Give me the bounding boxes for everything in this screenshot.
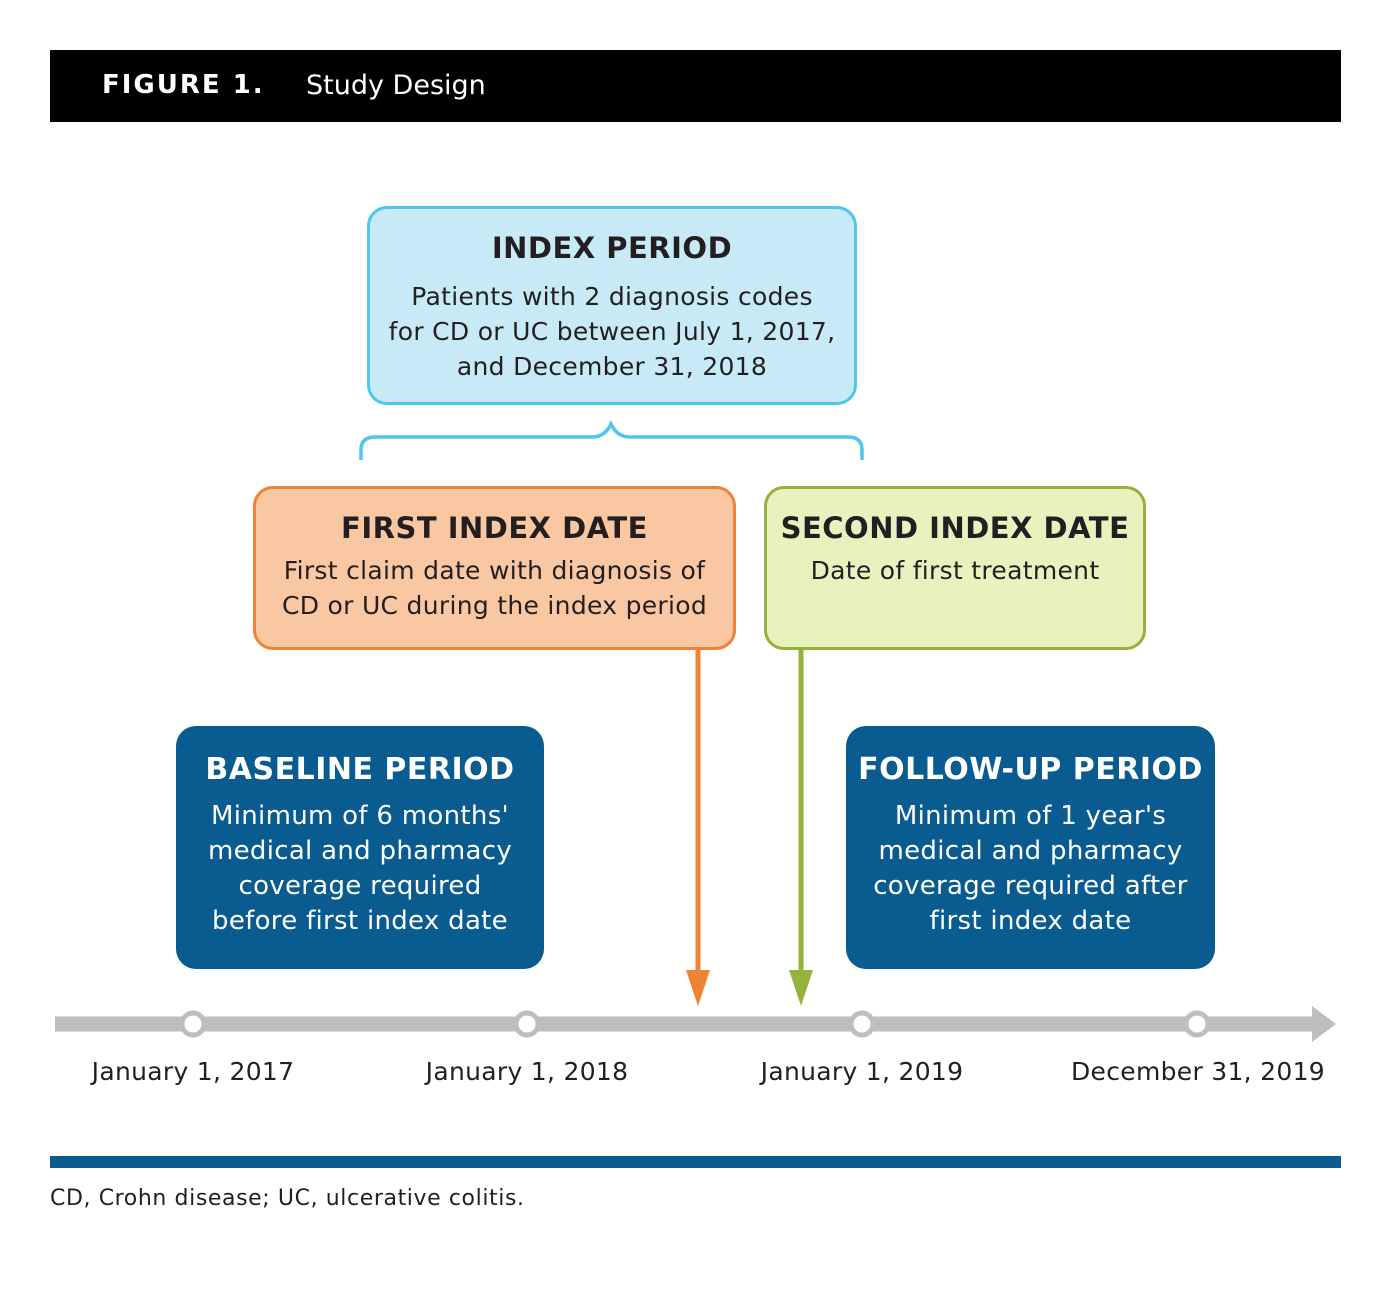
figure-header: FIGURE 1. Study Design [50,50,1341,122]
second-index-arrowhead [789,970,813,1006]
index-period-brace [359,419,864,460]
followup-period-title: FOLLOW-UP PERIOD [858,752,1203,787]
timeline-arrowhead [1312,1006,1336,1042]
timeline-tick-end-2019 [1183,1010,1211,1038]
followup-period-box: FOLLOW-UP PERIOD Minimum of 1 year's med… [846,726,1215,969]
second-index-date-title: SECOND INDEX DATE [780,511,1130,545]
baseline-period-body: Minimum of 6 months' medical and pharmac… [207,801,513,936]
index-period-body: Patients with 2 diagnosis codes for CD o… [388,282,836,381]
figure-label: FIGURE 1. [102,70,265,100]
first-index-date-body: First claim date with diagnosis of CD or… [281,556,708,620]
timeline-tick-2018 [513,1010,541,1038]
timeline-label-2019: January 1, 2019 [760,1057,964,1086]
timeline-tick-2019 [848,1010,876,1038]
figure-title: Study Design [306,70,486,101]
second-index-date-box: SECOND INDEX DATE Date of first treatmen… [764,486,1146,650]
baseline-period-title: BASELINE PERIOD [205,752,515,787]
timeline-label-2017: January 1, 2017 [91,1057,295,1086]
timeline-label-2018: January 1, 2018 [425,1057,629,1086]
footnote: CD, Crohn disease; UC, ulcerative coliti… [50,1186,525,1211]
baseline-period-box: BASELINE PERIOD Minimum of 6 months' med… [176,726,544,969]
followup-period-body: Minimum of 1 year's medical and pharmacy… [873,801,1188,936]
footer-rule [50,1156,1341,1168]
timeline-tick-2017 [179,1010,207,1038]
first-index-arrowhead [686,970,710,1006]
second-index-date-body: Date of first treatment [810,556,1100,585]
index-period-box: INDEX PERIOD Patients with 2 diagnosis c… [367,206,857,405]
index-period-title: INDEX PERIOD [491,231,733,265]
first-index-date-title: FIRST INDEX DATE [341,511,648,545]
timeline-label-end-2019: December 31, 2019 [1070,1057,1325,1086]
first-index-date-box: FIRST INDEX DATE First claim date with d… [253,486,736,650]
